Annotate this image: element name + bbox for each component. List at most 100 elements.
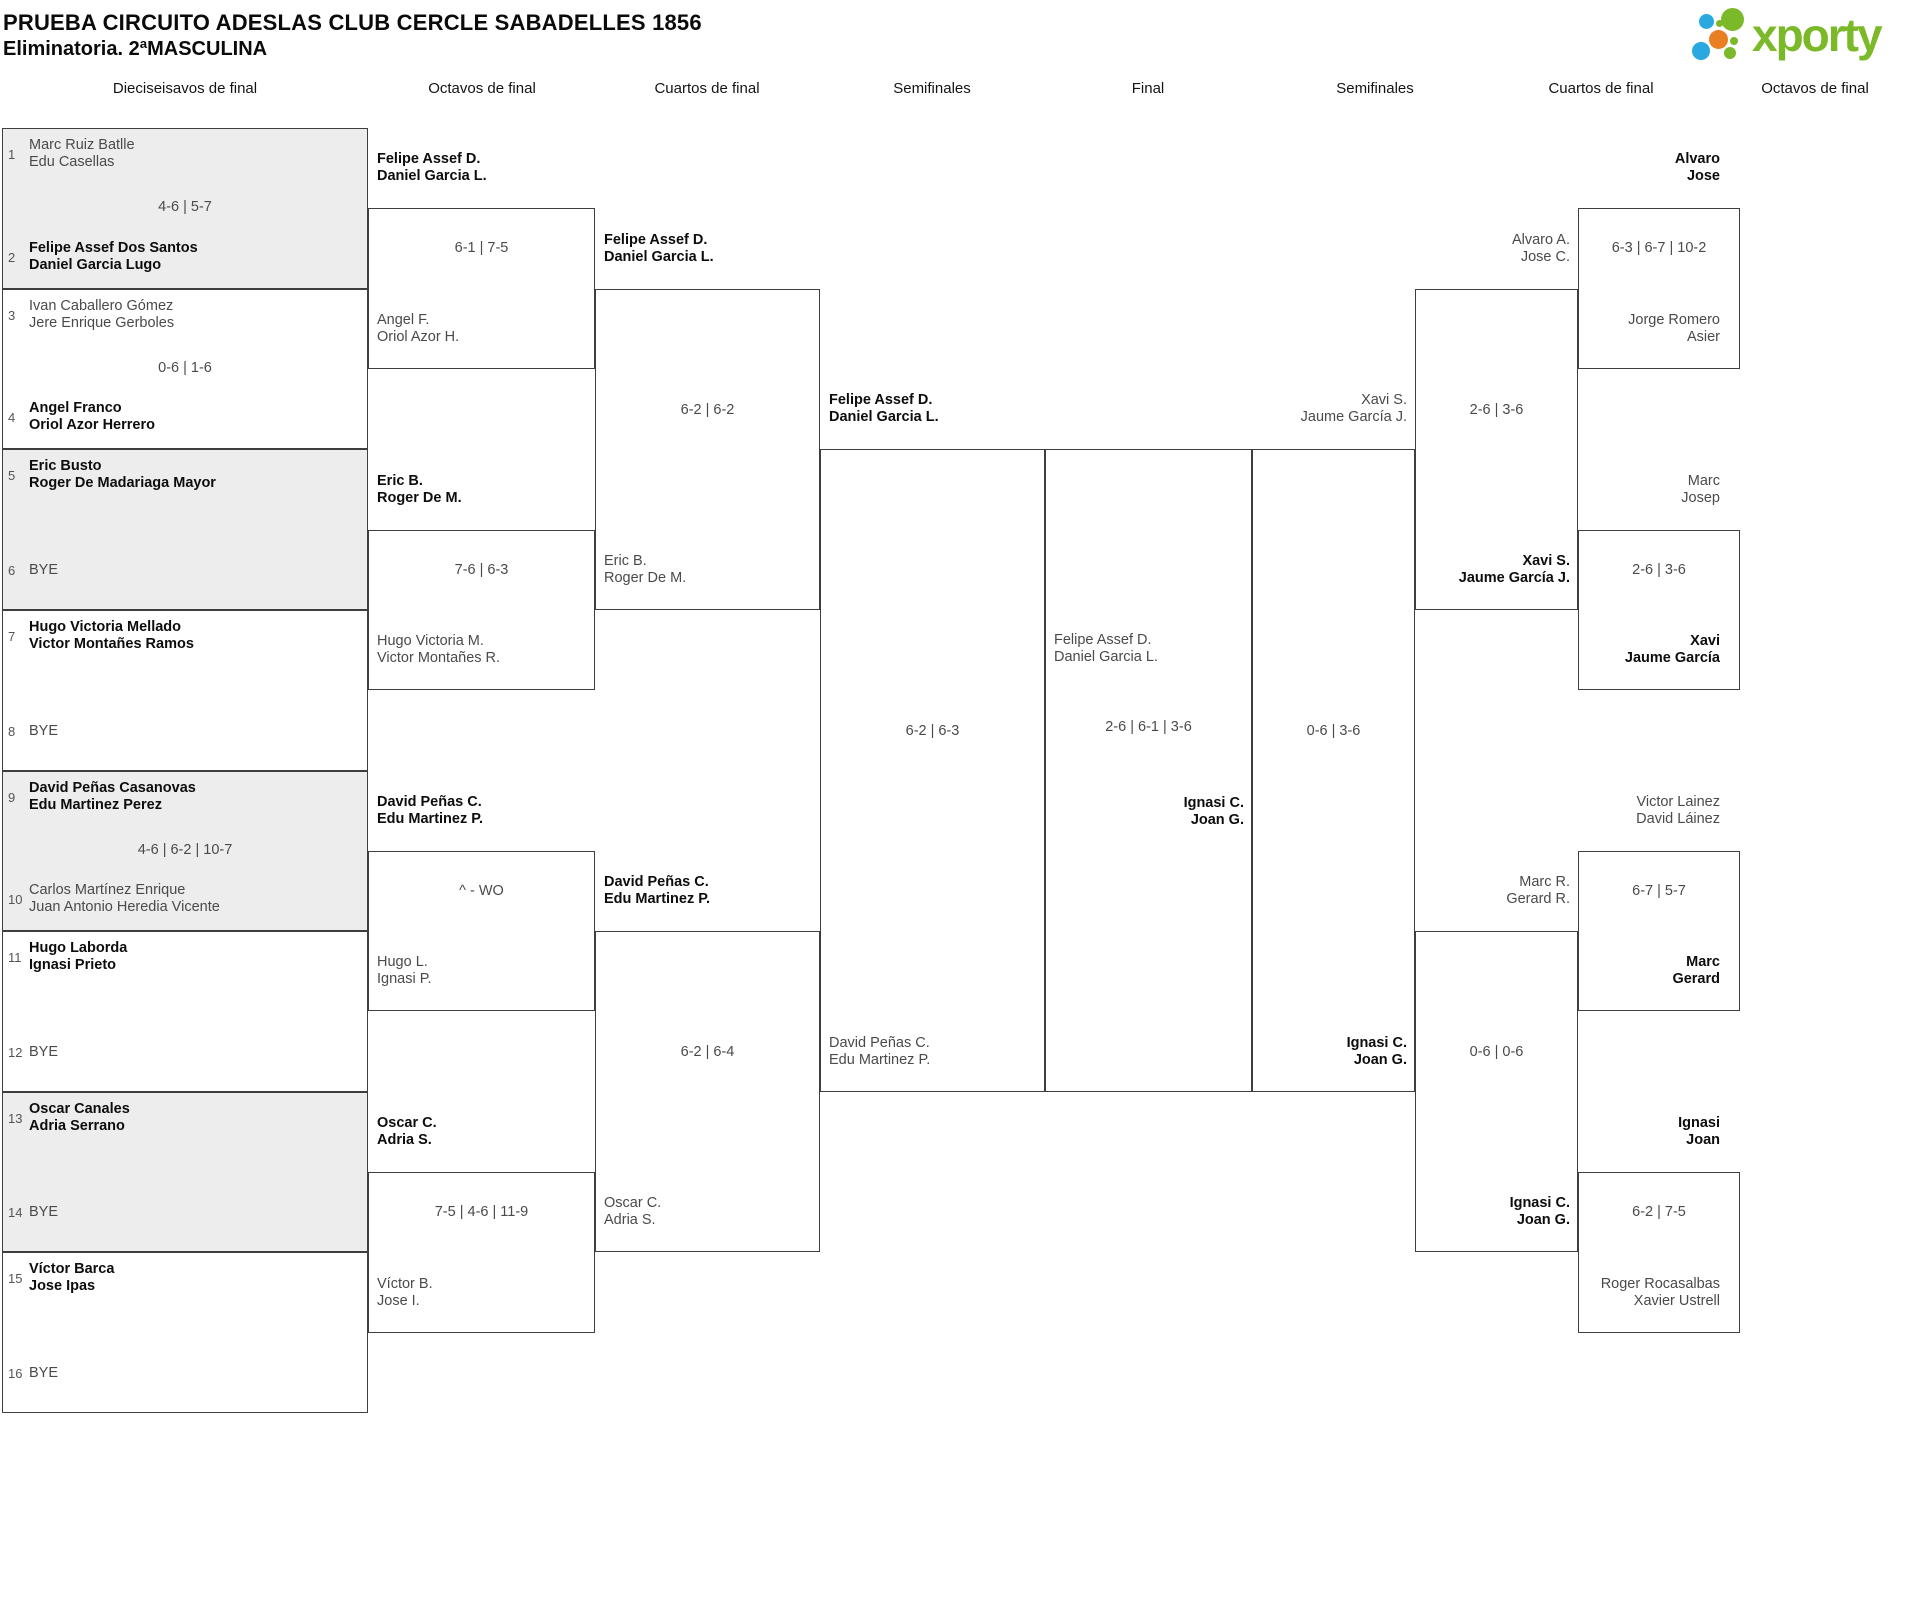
player-line: Adria S. bbox=[604, 1212, 656, 1228]
team-names: BYE bbox=[29, 1365, 58, 1382]
player-line: Víctor B. bbox=[377, 1276, 433, 1292]
match-score: 6-2 | 7-5 bbox=[1632, 1204, 1686, 1220]
player-line: Carlos Martínez Enrique bbox=[29, 882, 186, 898]
player-line: Victor Montañes Ramos bbox=[29, 636, 194, 652]
match-box-r32-4[interactable] bbox=[2, 610, 368, 771]
seed-number: 9 bbox=[8, 789, 16, 805]
seed-number: 4 bbox=[8, 409, 16, 425]
player-line: Oriol Azor Herrero bbox=[29, 417, 155, 433]
team-entry-bye: 14 BYE bbox=[2, 1204, 362, 1221]
match-box-r32-1[interactable] bbox=[2, 128, 368, 289]
player-line: Jaume García J. bbox=[1458, 570, 1570, 586]
player-line: Ignasi C. bbox=[1346, 1035, 1407, 1051]
logo-dot-blue-small-icon bbox=[1699, 14, 1714, 29]
match-box-octL-2[interactable] bbox=[368, 530, 595, 690]
match-box-octL-4[interactable] bbox=[368, 1172, 595, 1333]
player-line: Edu Martinez P. bbox=[377, 811, 484, 827]
match-score: 0-6 | 1-6 bbox=[158, 360, 212, 376]
match-box-quarR-1[interactable] bbox=[1415, 289, 1578, 610]
match-box-r32-7[interactable] bbox=[2, 1092, 368, 1252]
advancing-team: Ignasi C.Joan G. bbox=[1252, 1035, 1407, 1069]
player-line: Felipe Assef Dos Santos bbox=[29, 240, 198, 256]
player-line: David Peñas C. bbox=[377, 794, 482, 810]
match-score: 7-5 | 4-6 | 11-9 bbox=[434, 1204, 529, 1220]
match-box-r32-3[interactable] bbox=[2, 449, 368, 610]
team-names: BYE bbox=[29, 723, 58, 740]
team-names: BYE bbox=[29, 562, 58, 579]
match-box-semiL[interactable] bbox=[820, 449, 1045, 1092]
player-line: Alvaro bbox=[1674, 151, 1720, 167]
player-line: Felipe Assef D. bbox=[604, 232, 708, 248]
tournament-title: PRUEBA CIRCUITO ADESLAS CLUB CERCLE SABA… bbox=[3, 10, 702, 35]
player-line: Josep bbox=[1681, 490, 1720, 506]
advancing-team: Felipe Assef D.Daniel Garcia L. bbox=[604, 232, 809, 266]
player-line: Victor Lainez bbox=[1636, 794, 1720, 810]
advancing-team: Víctor B.Jose I. bbox=[377, 1276, 589, 1310]
match-box-r32-8[interactable] bbox=[2, 1252, 368, 1413]
match-score: 6-2 | 6-3 bbox=[905, 723, 960, 739]
advancing-team: Eric B.Roger De M. bbox=[377, 473, 589, 507]
advancing-team: Oscar C.Adria S. bbox=[604, 1195, 809, 1229]
match-score: 6-7 | 5-7 bbox=[1632, 883, 1686, 899]
player-line: Jose I. bbox=[377, 1293, 420, 1309]
player-line: David Peñas C. bbox=[604, 874, 709, 890]
match-box-quarL-2[interactable] bbox=[595, 931, 820, 1252]
round-header-oct-right: Octavos de final bbox=[1761, 80, 1869, 97]
match-box-r32-6[interactable] bbox=[2, 931, 368, 1092]
player-line: Jorge Romero bbox=[1628, 312, 1720, 328]
player-line: Angel F. bbox=[377, 312, 430, 328]
player-line: David Láinez bbox=[1636, 811, 1720, 827]
match-box-octR-4[interactable] bbox=[1578, 1172, 1740, 1333]
match-box-final[interactable] bbox=[1045, 449, 1252, 1092]
match-box-octR-2[interactable] bbox=[1578, 530, 1740, 690]
xporty-logo[interactable] bbox=[1686, 4, 1916, 64]
match-box-r32-5[interactable] bbox=[2, 771, 368, 931]
advancing-team: Oscar C.Adria S. bbox=[377, 1115, 589, 1149]
player-line: Adria Serrano bbox=[29, 1118, 125, 1134]
match-box-octR-1[interactable] bbox=[1578, 208, 1740, 369]
player-line: Joan G. bbox=[1516, 1212, 1570, 1228]
match-box-r32-2[interactable] bbox=[2, 289, 368, 449]
advancing-team: Alvaro A.Jose C. bbox=[1415, 232, 1570, 266]
match-box-semiR[interactable] bbox=[1252, 449, 1415, 1092]
match-box-quarL-1[interactable] bbox=[595, 289, 820, 610]
match-score: ^ - WO bbox=[459, 883, 504, 899]
player-line: Marc Ruiz Batlle bbox=[29, 137, 135, 153]
round-header-quar-left: Cuartos de final bbox=[654, 80, 760, 97]
player-line: Alvaro A. bbox=[1511, 232, 1570, 248]
player-line: Ignasi C. bbox=[1183, 795, 1244, 811]
advancing-team: Xavi S.Jaume García J. bbox=[1252, 392, 1407, 426]
player-line: BYE bbox=[29, 562, 59, 578]
match-box-octL-1[interactable] bbox=[368, 208, 595, 369]
player-line: Xavi S. bbox=[1522, 553, 1570, 569]
logo-dot-green-med-icon bbox=[1724, 47, 1736, 59]
player-line: Jere Enrique Gerboles bbox=[29, 315, 175, 331]
seed-number: 8 bbox=[8, 724, 16, 739]
seed-number: 16 bbox=[8, 1366, 23, 1381]
player-line: Edu Martinez P. bbox=[604, 891, 711, 907]
player-line: Eric B. bbox=[604, 553, 647, 569]
match-box-octL-3[interactable] bbox=[368, 851, 595, 1011]
logo-dot-orange-icon bbox=[1709, 30, 1728, 49]
match-box-octR-3[interactable] bbox=[1578, 851, 1740, 1011]
player-line: Xavi S. bbox=[1361, 392, 1407, 408]
player-line: Gerard bbox=[1672, 971, 1720, 987]
round-header-semi-right: Semifinales bbox=[1336, 80, 1414, 97]
player-line: Víctor Barca bbox=[29, 1261, 115, 1277]
match-box-quarR-2[interactable] bbox=[1415, 931, 1578, 1252]
advancing-team: David Peñas C.Edu Martinez P. bbox=[377, 794, 589, 828]
finalist-team-left: Felipe Assef D.Daniel Garcia L. bbox=[1054, 632, 1244, 666]
